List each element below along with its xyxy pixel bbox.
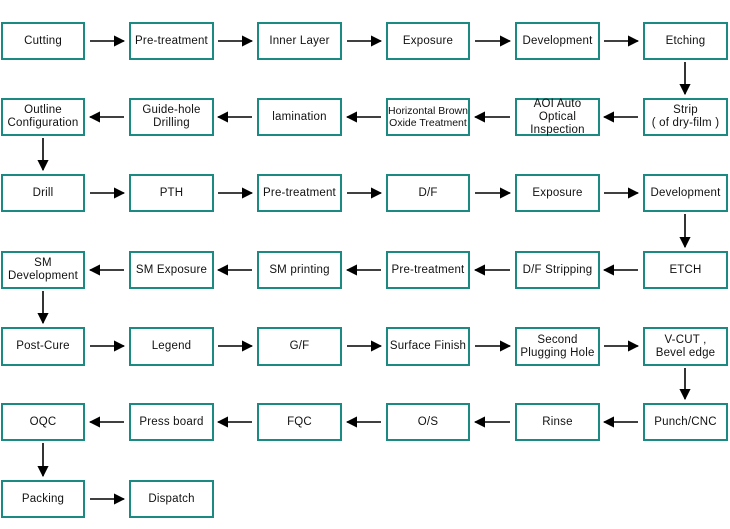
step-exposure-2: Exposure (515, 174, 600, 212)
step-etching: Etching (643, 22, 728, 60)
step-exposure-1: Exposure (386, 22, 470, 60)
step-guide-hole-drilling: Guide-hole Drilling (129, 98, 214, 136)
step-pre-treatment-1: Pre-treatment (129, 22, 214, 60)
step-sm-development: SM Development (1, 251, 85, 289)
step-aoi-inspection: AOI Auto Optical Inspection (515, 98, 600, 136)
step-legend: Legend (129, 327, 214, 366)
step-lamination: lamination (257, 98, 342, 136)
step-drill: Drill (1, 174, 85, 212)
step-pre-treatment-3: Pre-treatment (386, 251, 470, 289)
step-strip-dry-film: Strip ( of dry-film ) (643, 98, 728, 136)
step-inner-layer: Inner Layer (257, 22, 342, 60)
step-packing: Packing (1, 480, 85, 518)
step-cutting: Cutting (1, 22, 85, 60)
step-post-cure: Post-Cure (1, 327, 85, 366)
step-pre-treatment-2: Pre-treatment (257, 174, 342, 212)
step-df: D/F (386, 174, 470, 212)
step-brown-oxide: Horizontal Brown Oxide Treatment (386, 98, 470, 136)
step-pth: PTH (129, 174, 214, 212)
step-punch-cnc: Punch/CNC (643, 403, 728, 441)
step-df-stripping: D/F Stripping (515, 251, 600, 289)
step-outline-configuration: Outline Configuration (1, 98, 85, 136)
step-fqc: FQC (257, 403, 342, 441)
step-os: O/S (386, 403, 470, 441)
step-surface-finish: Surface Finish (386, 327, 470, 366)
step-development-1: Development (515, 22, 600, 60)
step-development-2: Development (643, 174, 728, 212)
step-oqc: OQC (1, 403, 85, 441)
step-gf: G/F (257, 327, 342, 366)
step-sm-exposure: SM Exposure (129, 251, 214, 289)
step-sm-printing: SM printing (257, 251, 342, 289)
step-second-plugging-hole: Second Plugging Hole (515, 327, 600, 366)
step-press-board: Press board (129, 403, 214, 441)
step-rinse: Rinse (515, 403, 600, 441)
step-etch: ETCH (643, 251, 728, 289)
step-v-cut-bevel-edge: V-CUT , Bevel edge (643, 327, 728, 366)
step-dispatch: Dispatch (129, 480, 214, 518)
